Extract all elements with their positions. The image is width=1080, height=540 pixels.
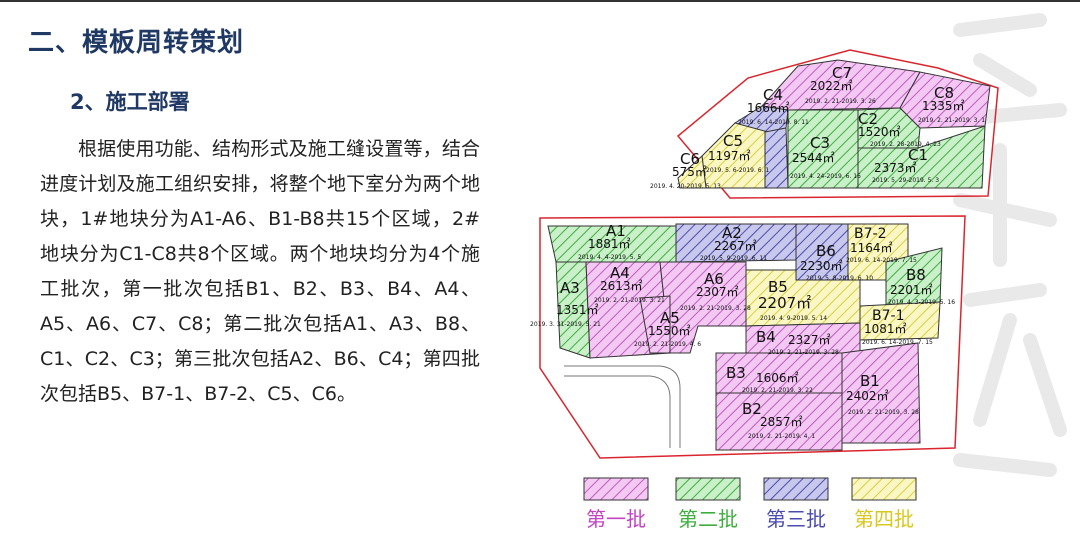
description-paragraph: 根据使用功能、结构形式及施工缝设置等，结合进度计划及施工组织安排，将整个地下室分…: [40, 138, 480, 405]
zone-a3-area: 1351㎡: [556, 303, 599, 317]
zone-c7-label: C7: [832, 64, 852, 82]
zone-b2-area: 2857㎡: [760, 415, 803, 429]
zone-c7-area: 2022㎡: [810, 79, 853, 93]
zone-c1-area: 2373㎡: [874, 161, 917, 175]
zone-b3-area: 1606㎡: [756, 371, 799, 385]
zone-c8-date: 2019. 2. 21-2019. 3. 1: [918, 117, 985, 124]
zone-a2-area: 2267㎡: [714, 239, 757, 253]
zone-c8-area: 1335㎡: [922, 99, 965, 113]
calligraphy-watermark: [943, 13, 1067, 477]
zone-c1-date: 2019. 5. 29-2019. 5. 3: [872, 177, 939, 184]
zone-c6-label: C6: [680, 150, 700, 168]
zone-a5-date: 2019. 2. 21-2019. 4. 6: [634, 341, 701, 348]
top-divider: [0, 0, 1080, 2]
zone-b1-label: B1: [860, 372, 880, 390]
zone-b71-area: 1081㎡: [864, 322, 907, 336]
section-title: 二、模板周转策划: [28, 28, 245, 58]
legend-swatch-batch4: [851, 477, 917, 501]
zone-c5-label: C5: [723, 132, 743, 150]
zone-a5-label: A5: [660, 309, 680, 327]
zone-c7-date: 2019. 2. 21-2019. 3. 26: [805, 98, 876, 105]
zone-a5-area: 1550㎡: [648, 324, 691, 338]
zone-b1-area: 2402㎡: [846, 389, 889, 403]
zone-c1-label: C1: [908, 146, 928, 164]
zone-c5-date: 2019. 5. 6-2019. 6. 1: [706, 167, 769, 174]
zone-c3-area: 2544㎡: [792, 151, 835, 165]
zone-a1-date: 2019. 4. 4-2019. 5. 5: [578, 254, 641, 261]
zone-c4-date: 2019. 6. 14-2019. 8. 11: [738, 119, 809, 126]
zone-a3-date: 2019. 3. 31-2019. 5. 21: [530, 321, 601, 328]
zone-b71-date: 2019. 6. 14-2019. 7. 15: [862, 339, 933, 346]
zone-c2-area: 1520㎡: [858, 125, 901, 139]
zone-c3-date: 2019. 4. 24-2019. 6. 16: [790, 173, 861, 180]
legend-label-batch4: 第四批: [854, 507, 914, 531]
zone-a6-area: 2307㎡: [696, 285, 739, 299]
zone-c8-label: C8: [934, 84, 954, 102]
zone-b6-label: B6: [816, 242, 836, 260]
zone-b4-date: 2019. 2. 21-2019. 3. 28: [768, 349, 839, 356]
zone-b6-area: 2230㎡: [800, 259, 843, 273]
plot2-boundary: [676, 49, 999, 199]
zone-b72-label: B7-2: [854, 226, 886, 242]
zone-a4-label: A4: [610, 264, 630, 282]
zone-c1-shape: [857, 125, 986, 189]
zone-b8-label: B8: [906, 266, 926, 284]
zone-c5-area: 1197㎡: [708, 149, 751, 163]
zone-b4-area: 2327㎡: [788, 333, 831, 347]
zone-b2-date: 2019. 2. 21-2019. 4. 1: [748, 433, 815, 440]
zone-c6-area: 575㎡: [672, 165, 707, 179]
legend-label-batch3: 第三批: [766, 507, 826, 531]
zone-b8-date: 2019. 4. 3-2019. 5. 16: [888, 299, 955, 306]
legend-swatch-batch1: [583, 477, 649, 501]
legend-label-batch2: 第二批: [678, 507, 738, 531]
zone-b72-area: 1164㎡: [850, 241, 893, 255]
zone-a6-label: A6: [704, 270, 724, 288]
sub-title: 2、施工部署: [70, 90, 190, 114]
zone-labels: C7 2022㎡ 2019. 2. 21-2019. 3. 26 C8 1335…: [530, 64, 985, 440]
zone-c4-area: 1666㎡: [747, 101, 790, 115]
zone-b6-date: 2019. 5. 8-2019. 6. 10: [806, 275, 873, 282]
zone-a2-date: 2019. 5. 9-2019. 6. 11: [700, 255, 767, 262]
zone-b5-date: 2019. 4. 9-2019. 5. 14: [760, 315, 827, 322]
zone-a4-date: 2019. 2. 21-2019. 3. 21: [594, 297, 665, 304]
plot1-boundary: [539, 215, 966, 459]
zone-b3-label: B3: [726, 364, 746, 382]
legend-swatch-batch2: [675, 477, 741, 501]
zone-b71-label: B7-1: [872, 308, 904, 324]
legend-swatch-batch3: [763, 477, 829, 501]
zone-b4-label: B4: [756, 328, 776, 346]
zone-a5-shape: [639, 295, 671, 354]
zone-a6-date: 2019. 2. 21-2019. 3. 28: [680, 305, 751, 312]
zone-a2-label: A2: [722, 224, 742, 242]
zone-c2-label: C2: [858, 110, 878, 128]
zone-b3-date: 2019. 2. 21-2019. 3. 22: [742, 387, 813, 394]
zone-c4b-shape: [764, 127, 789, 189]
zone-b72-date: 2019. 6. 14-2019. 7. 15: [846, 257, 917, 264]
zone-b2-shape: [715, 392, 843, 451]
zone-a1-label: A1: [606, 222, 626, 240]
zone-c4-label: C4: [763, 86, 783, 104]
zone-a3-label: A3: [560, 279, 580, 297]
zone-b2-label: B2: [742, 400, 762, 418]
zone-a1-area: 1881㎡: [588, 237, 631, 251]
legend-label-batch1: 第一批: [586, 507, 646, 531]
zone-c6-date: 2019. 4. 20-2019. 5. 13: [650, 183, 721, 190]
zone-a4-area: 2613㎡: [600, 279, 643, 293]
zone-c6-shape: [677, 154, 707, 189]
zone-c2-date: 2019. 2. 28-2019. 4. 23: [870, 141, 941, 148]
zone-b5-label: B5: [768, 278, 788, 296]
zone-b5-area: 2207㎡: [758, 294, 811, 312]
site-plan-map: C7 2022㎡ 2019. 2. 21-2019. 3. 26 C8 1335…: [530, 49, 999, 531]
zone-c3-label: C3: [810, 134, 830, 152]
road-lines: [564, 365, 681, 448]
zone-b8-area: 2201㎡: [890, 283, 933, 297]
zone-c2-shape: [857, 107, 921, 149]
batch-legend: 第一批 第二批 第三批 第四批: [583, 477, 917, 531]
zone-b1-date: 2019. 2. 21-2019. 3. 28: [848, 409, 919, 416]
